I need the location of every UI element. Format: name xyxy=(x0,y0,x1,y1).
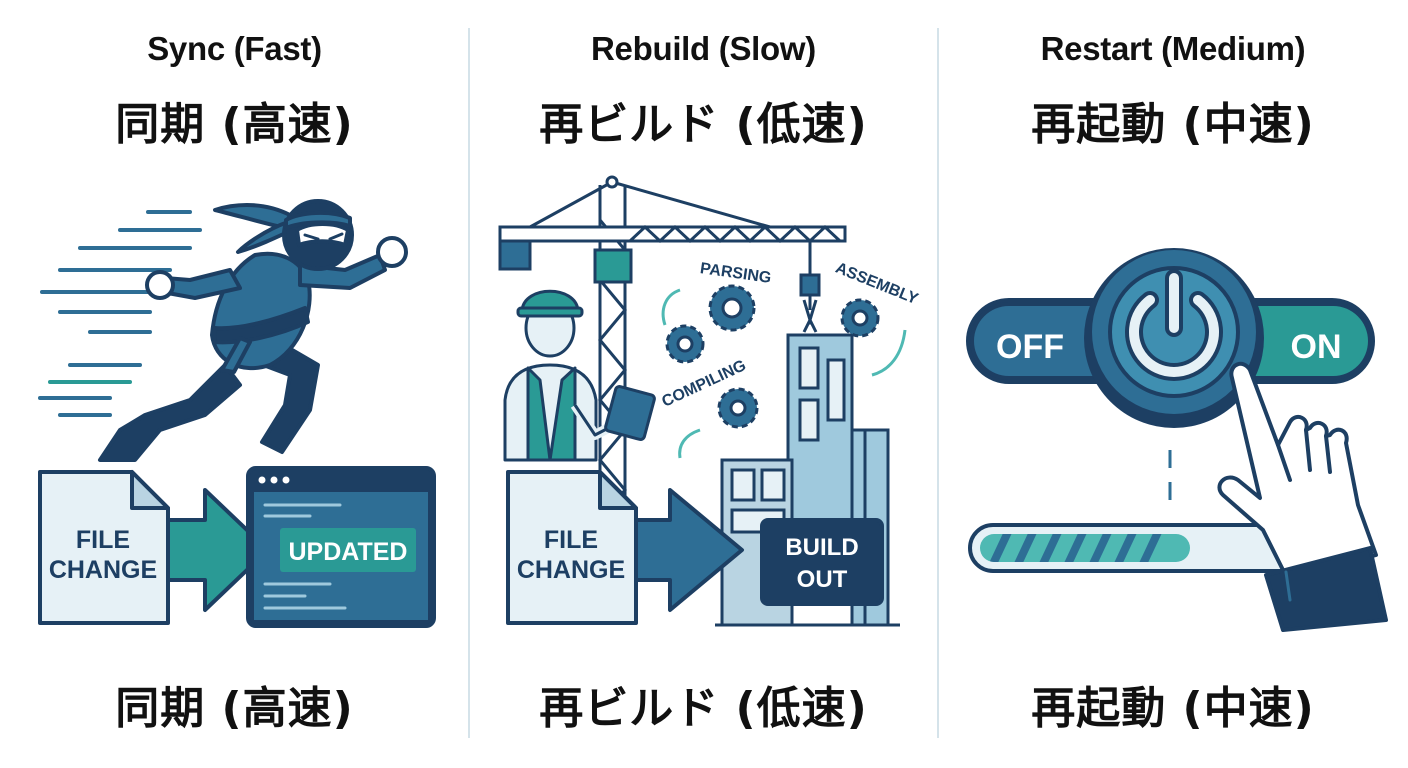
sync-caption-ja: 同期 (高速) xyxy=(115,683,354,734)
browser-window-icon: UPDATED xyxy=(246,466,436,628)
rebuild-illustration: PARSING ASSEMBLY COMPILING FILE CHANGE B… xyxy=(498,175,921,627)
arrow-right-icon xyxy=(634,488,744,612)
file-icon: FILE CHANGE xyxy=(506,470,638,625)
restart-progress-bar xyxy=(968,523,1352,573)
restart-caption-ja: 再起動 (中速) xyxy=(1031,683,1315,734)
sync-file-label-2: CHANGE xyxy=(49,556,157,584)
sync-file-label-1: FILE xyxy=(76,526,130,554)
sync-result-label: UPDATED xyxy=(289,538,408,566)
hand-pointer-icon xyxy=(1217,361,1388,632)
stage-assembly: ASSEMBLY xyxy=(833,260,921,309)
switch-on-label: ON xyxy=(1291,328,1342,366)
sync-illustration: FILE CHANGE UPDATED xyxy=(38,199,436,628)
rebuild-file-label-1: FILE xyxy=(544,526,598,554)
ninja-runner-icon xyxy=(98,199,408,462)
rebuild-caption-ja: 再ビルド (低速) xyxy=(539,683,868,734)
crane-icon xyxy=(498,175,847,540)
build-out-box: BUILD OUT xyxy=(760,518,884,606)
panel-sync: Sync (Fast) 同期 (高速) xyxy=(0,0,469,768)
stage-parsing: PARSING xyxy=(699,260,772,287)
build-label-1: BUILD xyxy=(785,534,858,561)
rebuild-title-ja: 再ビルド (低速) xyxy=(539,99,868,150)
rebuild-title-en: Rebuild (Slow) xyxy=(591,30,816,67)
divider-2 xyxy=(937,28,939,738)
file-icon: FILE CHANGE xyxy=(38,470,170,625)
restart-illustration: OFF ON xyxy=(966,248,1388,632)
cycle-arrows xyxy=(661,288,907,459)
switch-off-label: OFF xyxy=(996,328,1064,366)
sync-title-en: Sync (Fast) xyxy=(147,30,322,67)
speed-lines xyxy=(38,210,202,417)
restart-title-ja: 再起動 (中速) xyxy=(1031,99,1315,150)
arrow-right-icon xyxy=(166,488,270,612)
panel-rebuild: Rebuild (Slow) 再ビルド (低速) xyxy=(470,0,937,768)
divider-1 xyxy=(468,28,470,738)
gear-icon xyxy=(665,284,880,429)
sync-title-ja: 同期 (高速) xyxy=(115,99,354,150)
restart-title-en: Restart (Medium) xyxy=(1040,30,1306,67)
rebuild-file-label-2: CHANGE xyxy=(517,556,625,584)
panel-restart: Restart (Medium) 再起動 (中速) OFF ON xyxy=(938,0,1408,768)
build-label-2: OUT xyxy=(797,566,848,593)
power-icon xyxy=(1084,248,1264,428)
worker-icon xyxy=(503,289,656,462)
